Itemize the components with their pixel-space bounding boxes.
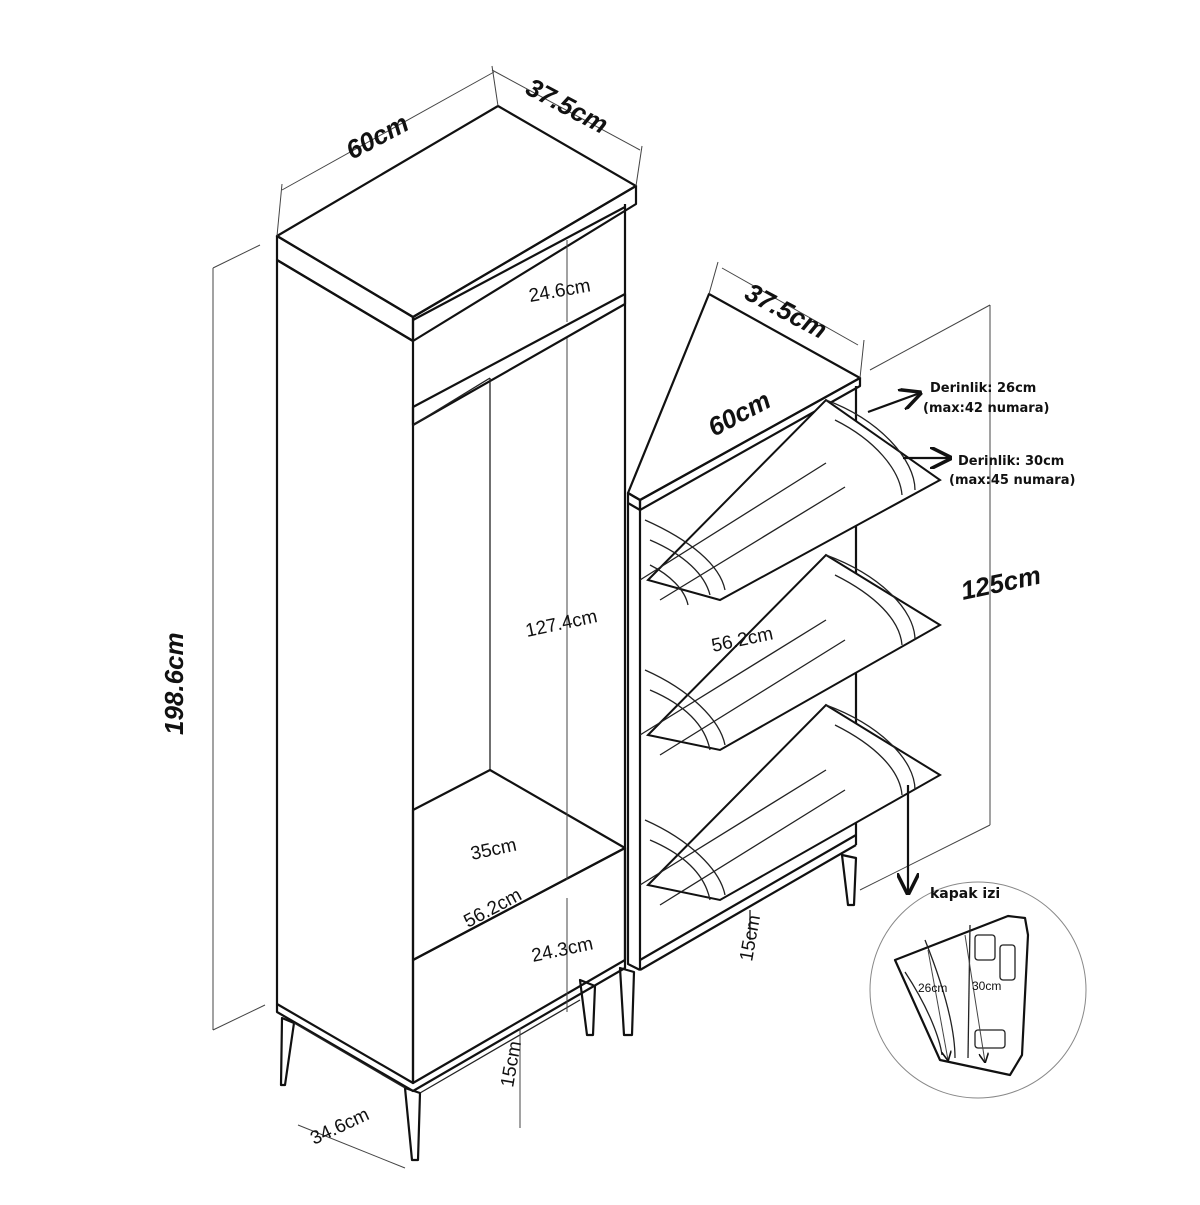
inner-depth-label: 35cm — [469, 835, 519, 865]
dimension-lines — [212, 65, 991, 1169]
note-depth-26: Derinlik: 26cm — [930, 381, 1036, 396]
shoe-door-2 — [639, 553, 942, 756]
shoe-door-3 — [639, 703, 942, 906]
tall-height-label: 198.6cm — [159, 632, 189, 735]
tall-leg-height-label: 15cm — [497, 1039, 526, 1088]
shoe-height-label: 125cm — [958, 560, 1043, 606]
note-depth-30: Derinlik: 30cm — [958, 454, 1064, 469]
shoe-depth-label: 37.5cm — [740, 277, 832, 345]
top-section-label: 24.6cm — [527, 275, 592, 307]
shoe-door-1 — [639, 398, 942, 606]
detail-26-label: 26cm — [918, 981, 947, 995]
note-size-42: (max:42 numara) — [923, 401, 1049, 416]
note-size-45: (max:45 numara) — [949, 473, 1075, 488]
bottom-section-label: 24.3cm — [530, 933, 595, 966]
tall-depth-label: 37.5cm — [521, 72, 613, 140]
labels: 60cm 37.5cm 198.6cm 24.6cm 127.4cm 35cm … — [159, 72, 1075, 1150]
detail-title: kapak izi — [930, 886, 1000, 902]
inner-width-label: 56.2cm — [460, 885, 525, 933]
shoe-cabinet-drawing — [618, 292, 942, 1037]
leg-depth-label: 34.6cm — [307, 1104, 372, 1149]
shoe-leg-height-label: 15cm — [736, 913, 765, 962]
tall-cabinet-drawing — [275, 104, 638, 1162]
open-section-label: 127.4cm — [524, 606, 600, 642]
shoe-width-label: 60cm — [703, 385, 776, 443]
detail-30-label: 30cm — [972, 979, 1001, 993]
tall-width-label: 60cm — [341, 108, 414, 166]
door-profile-detail — [869, 881, 1087, 1099]
